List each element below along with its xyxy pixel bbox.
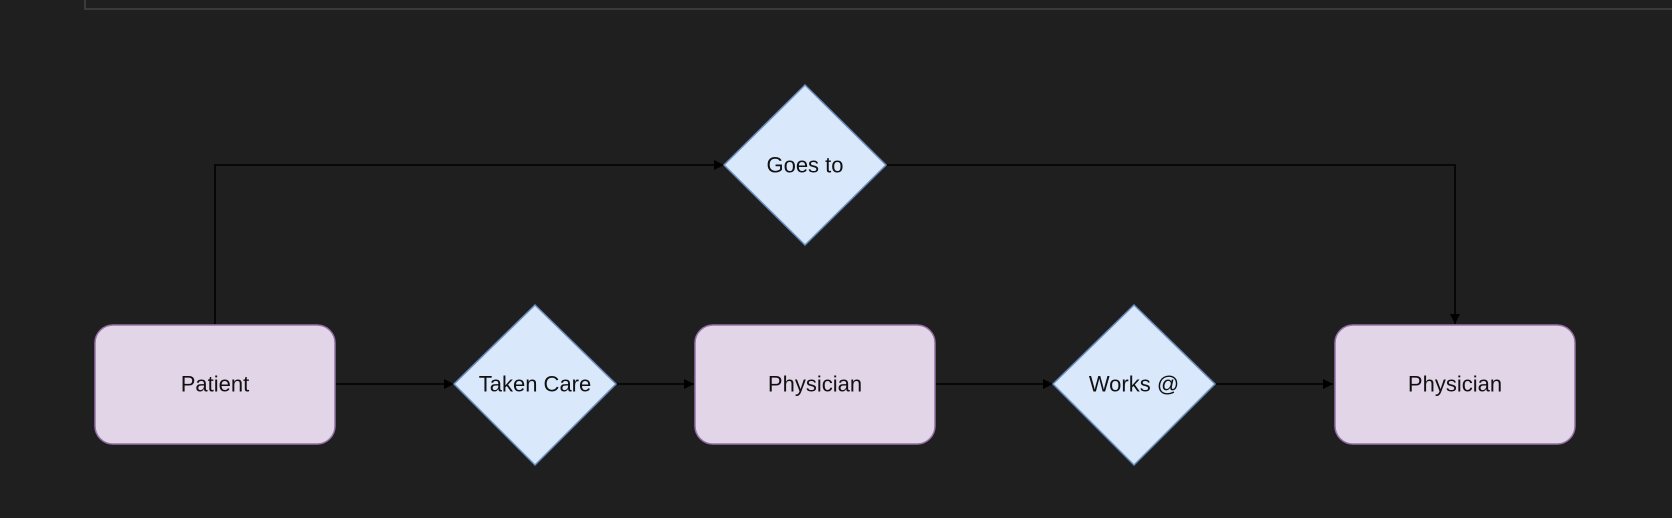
relationship-works-at-label: Works @ <box>1089 372 1179 397</box>
entity-physician-2-shape <box>1334 324 1576 445</box>
entity-physician-2-label: Physician <box>1408 372 1502 397</box>
relationship-works-at[interactable]: Works @ <box>1051 303 1217 467</box>
relationship-goes-to[interactable]: Goes to <box>722 83 888 247</box>
edges <box>214 160 1460 389</box>
relationship-goes-to-label: Goes to <box>766 153 843 178</box>
edge-patient-to-goes-to[interactable] <box>214 160 724 324</box>
page-frame-edge <box>84 0 1672 10</box>
entity-physician-1-shape <box>694 324 936 445</box>
entity-physician-1-label: Physician <box>768 372 862 397</box>
relationship-taken-care-label: Taken Care <box>479 372 592 397</box>
relationship-works-at-shape <box>1051 303 1217 467</box>
edge-goes-to-to-physician[interactable] <box>886 164 1460 324</box>
entity-patient[interactable]: Patient <box>94 324 336 445</box>
entity-physician-1[interactable]: Physician <box>694 324 936 445</box>
relationship-taken-care[interactable]: Taken Care <box>452 303 618 467</box>
entity-patient-shape <box>94 324 336 445</box>
entity-physician-2[interactable]: Physician <box>1334 324 1576 445</box>
relationship-taken-care-shape <box>452 303 618 467</box>
entity-patient-label: Patient <box>181 372 250 397</box>
relationship-goes-to-shape <box>722 83 888 247</box>
